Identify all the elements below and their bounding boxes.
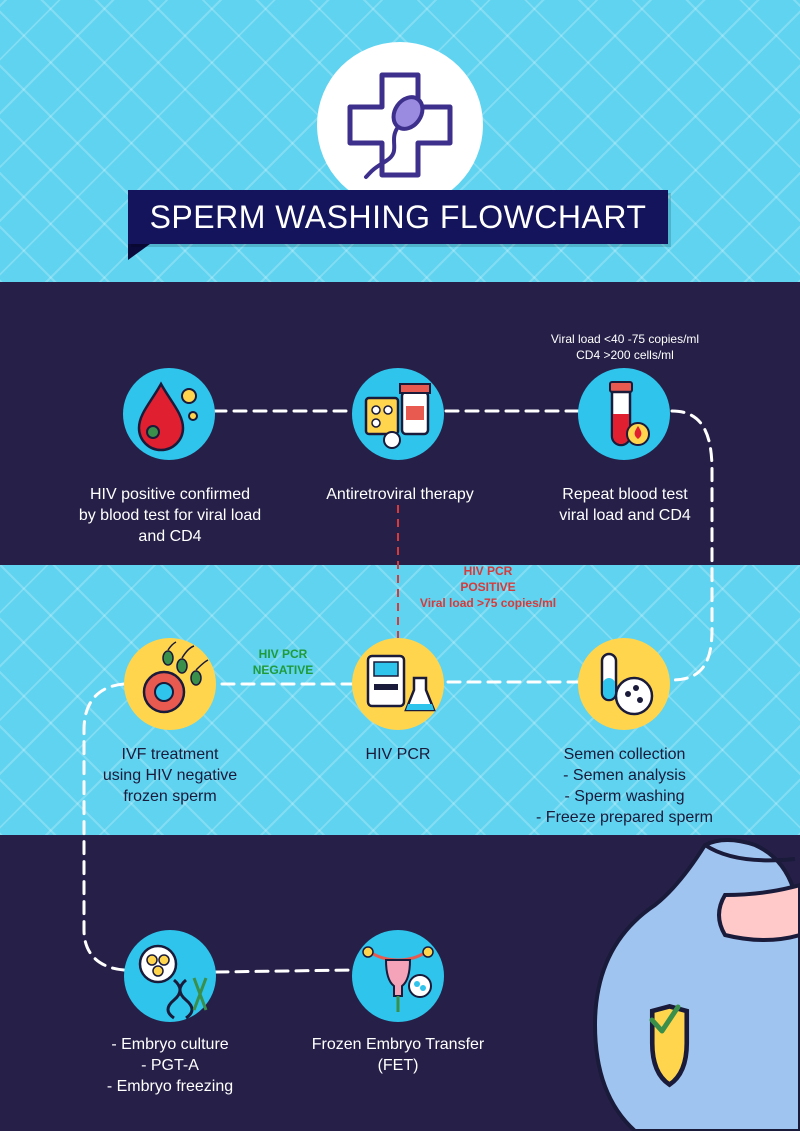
node-hiv-pcr (352, 638, 444, 730)
label-embryo-culture: - Embryo culture - PGT-A - Embryo freezi… (106, 1036, 234, 1095)
label-hiv-positive: HIV positive confirmed by blood test for… (78, 486, 262, 545)
node-antiretroviral (352, 368, 444, 460)
note-viral-target: Viral load <40 -75 copies/ml CD4 >200 ce… (550, 332, 700, 362)
illustration (575, 835, 800, 1131)
node-embryo-culture (124, 930, 216, 1022)
embryo-dna-icon (138, 944, 208, 1020)
label-fet: Frozen Embryo Transfer (FET) (311, 1036, 485, 1074)
pcr-machine-icon (366, 654, 436, 712)
label-hiv-pcr: HIV PCR (365, 746, 431, 763)
pregnant-belly-shield-icon (592, 838, 800, 1131)
page-title: SPERM WASHING FLOWCHART (128, 190, 668, 244)
semen-sample-icon (600, 652, 654, 716)
node-ivf (124, 638, 216, 730)
label-semen-collection: Semen collection - Semen analysis - Sper… (536, 746, 713, 826)
node-hiv-positive (123, 368, 215, 460)
sperm-medical-cross-icon (347, 72, 453, 179)
connector-6-7 (82, 682, 126, 972)
logo (317, 42, 483, 208)
page-title-text: SPERM WASHING FLOWCHART (149, 198, 647, 235)
uterus-transfer-icon (362, 946, 434, 1012)
node-semen-collection (578, 638, 670, 730)
note-pcr-negative: HIV PCR NEGATIVE (252, 647, 314, 677)
blood-drop-virus-icon (137, 381, 198, 452)
label-antiretroviral: Antiretroviral therapy (326, 486, 474, 503)
note-pcr-positive: HIV PCR POSITIVE Viral load >75 copies/m… (419, 564, 557, 610)
connector-3-4 (670, 409, 714, 682)
medicine-pills-icon (364, 383, 431, 449)
node-fet (352, 930, 444, 1022)
label-ivf: IVF treatment using HIV negative frozen … (102, 746, 238, 805)
node-repeat-test (578, 368, 670, 460)
egg-sperm-icon (142, 641, 209, 714)
connector-7-8 (214, 968, 356, 974)
title-ribbon-fold (128, 244, 150, 260)
blood-test-tube-icon (609, 381, 650, 447)
label-repeat-test: Repeat blood test viral load and CD4 (559, 486, 691, 524)
